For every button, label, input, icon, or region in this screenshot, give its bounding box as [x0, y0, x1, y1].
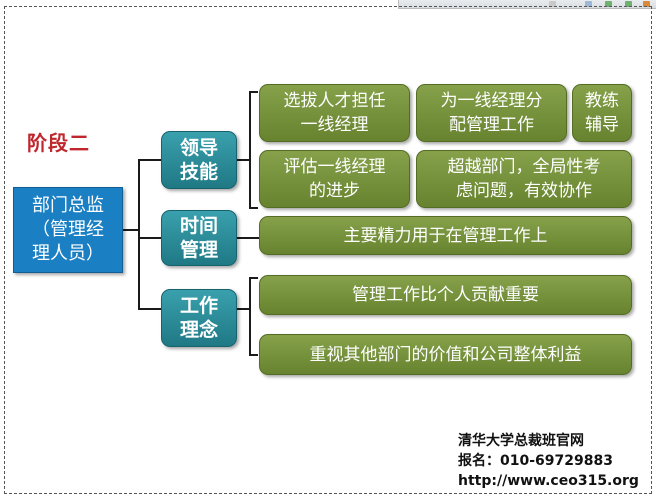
connector-leadership-stub [237, 159, 250, 161]
category-line: 时间 [179, 215, 218, 237]
toolbar-icon [605, 1, 612, 7]
root-line: 部门总监 [32, 195, 104, 216]
footer-url: http://www.ceo315.org [458, 473, 639, 489]
leaf-assign-work: 为一线经理分 配管理工作 [416, 84, 567, 142]
leaf-line: 主要精力用于在管理工作上 [343, 225, 548, 246]
connector-root [123, 229, 139, 231]
connector-to-leadership [138, 159, 161, 161]
leaf-focus-on-management: 主要精力用于在管理工作上 [259, 216, 632, 255]
root-node-department-director: 部门总监 （管理经 理人员） [13, 187, 123, 273]
footer-phone: 报名：010-69729883 [458, 453, 613, 469]
leaf-line: 辅导 [585, 115, 619, 135]
toolbar-icon [625, 1, 632, 7]
leaf-value-other-departments: 重视其他部门的价值和公司整体利益 [259, 334, 632, 375]
leaf-line: 教练 [585, 91, 619, 111]
leaf-line: 一线经理 [300, 115, 369, 135]
toolbar-icon [549, 1, 556, 7]
category-line: 领导 [179, 137, 218, 159]
category-leadership-skills: 领导 技能 [161, 131, 237, 189]
connector-main-vertical [138, 159, 140, 309]
bracket-philosophy [249, 277, 258, 356]
leaf-line: 选拔人才担任 [283, 91, 386, 111]
connector-philosophy-stub [237, 308, 250, 310]
category-line: 理念 [179, 319, 218, 341]
leaf-line: 虑问题，有效协作 [456, 181, 592, 201]
leaf-coaching: 教练 辅导 [572, 84, 632, 142]
footer-contact: 清华大学总裁班官网 报名：010-69729883 http://www.ceo… [458, 431, 639, 491]
leaf-line: 超越部门，全局性考 [447, 157, 601, 177]
category-time-management: 时间 管理 [161, 210, 237, 266]
leaf-evaluate-progress: 评估一线经理 的进步 [259, 150, 410, 208]
leaf-line: 评估一线经理 [283, 157, 386, 177]
category-line: 工作 [179, 295, 218, 317]
bracket-leadership [249, 91, 258, 209]
leaf-line: 为一线经理分 [440, 91, 543, 111]
category-work-philosophy: 工作 理念 [161, 289, 237, 347]
connector-time-stub [237, 237, 259, 239]
leaf-line: 的进步 [309, 181, 360, 201]
root-line: （管理经 [32, 219, 104, 240]
category-line: 管理 [179, 239, 218, 261]
toolbar-icon [643, 1, 650, 7]
leaf-line: 重视其他部门的价值和公司整体利益 [309, 344, 582, 365]
leaf-line: 管理工作比个人贡献重要 [352, 285, 539, 305]
leaf-cross-department: 超越部门，全局性考 虑问题，有效协作 [416, 150, 632, 208]
leaf-management-over-contribution: 管理工作比个人贡献重要 [259, 275, 632, 315]
leaf-select-talent: 选拔人才担任 一线经理 [259, 84, 410, 142]
category-line: 技能 [179, 161, 218, 183]
root-line: 理人员） [32, 243, 104, 264]
toolbar-icon [585, 1, 592, 7]
leaf-line: 配管理工作 [449, 115, 534, 135]
browser-toolbar-strip [398, 0, 656, 9]
stage-label: 阶段二 [27, 131, 90, 155]
dashed-frame [4, 6, 652, 494]
footer-org: 清华大学总裁班官网 [458, 433, 584, 449]
connector-to-time [138, 237, 161, 239]
connector-to-philosophy [138, 308, 161, 310]
